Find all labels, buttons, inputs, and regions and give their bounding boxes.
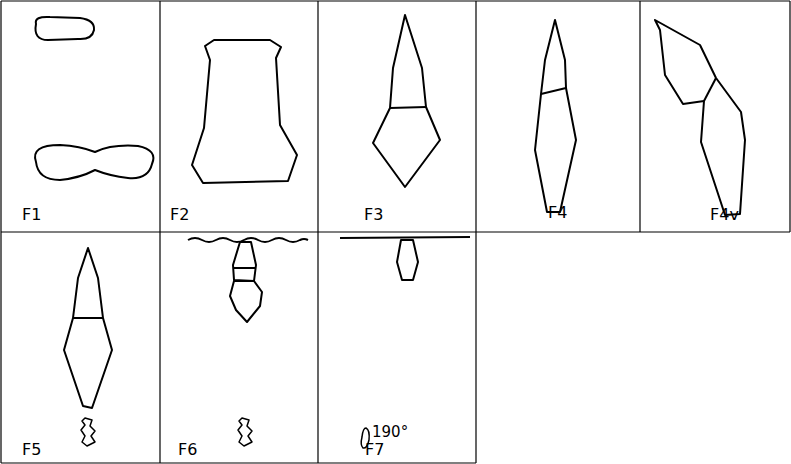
angle-label: 190° [372,423,408,441]
fragment-outline [192,40,297,183]
fragment-outline [397,240,418,280]
surface-line [340,237,470,238]
fragment-outline [233,242,256,281]
joint-line [390,107,426,108]
fragment-outline [36,17,95,40]
figure-label: F1 [22,206,41,224]
figure-label: F7 [365,441,384,459]
small-fragment [238,418,252,446]
joint-line [704,78,716,101]
figure-label: F2 [170,206,189,224]
fragment-outline [535,20,576,212]
fragment-outline [35,145,153,180]
small-fragment [81,418,95,446]
fragment-outline [373,15,440,187]
fragment-outline [655,20,745,215]
figure-label: F6 [178,441,197,459]
joint-line [73,317,103,319]
fragment-outline [230,281,262,322]
figure-label: F4 [548,204,567,222]
joint-line [541,88,566,94]
joint-line [234,267,256,269]
fragment-outline [64,248,112,408]
figure-label: F5 [22,441,41,459]
figure-label: F4v [710,206,739,224]
figure-label: F3 [364,206,383,224]
